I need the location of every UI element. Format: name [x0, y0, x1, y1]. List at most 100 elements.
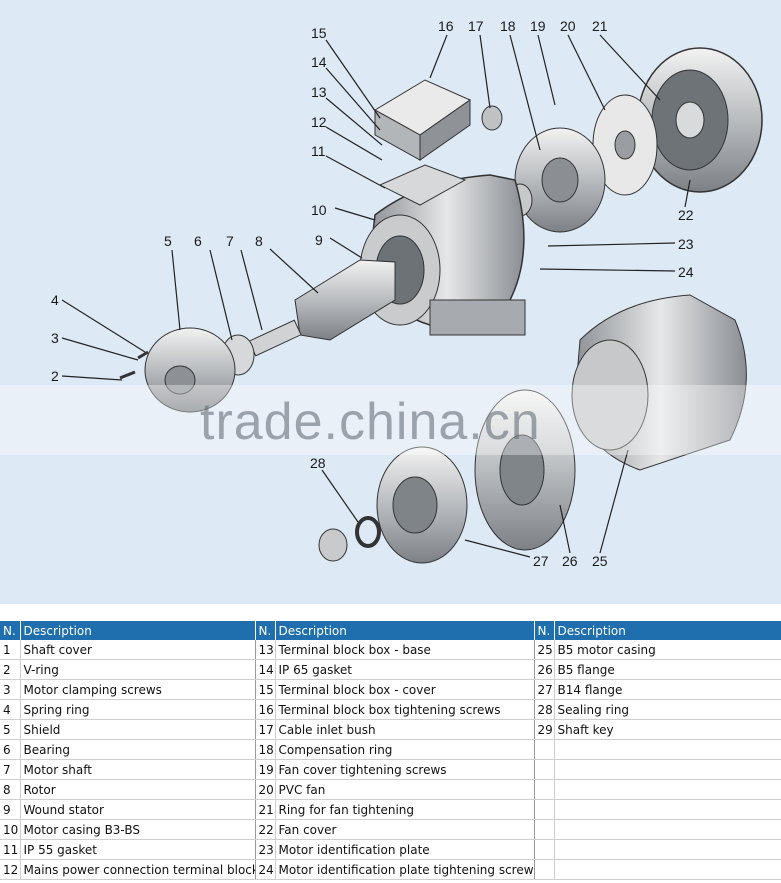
callout-5: 5	[164, 233, 172, 249]
callout-14: 14	[311, 54, 327, 70]
part-number: 23	[255, 839, 276, 860]
part-number	[534, 839, 555, 860]
part-description: Shaft key	[554, 719, 781, 740]
part-number: 28	[534, 699, 555, 720]
part-number: 11	[0, 839, 21, 860]
callout-28: 28	[310, 455, 326, 471]
callout-20: 20	[560, 18, 576, 34]
part-description	[554, 799, 781, 820]
callout-21: 21	[592, 18, 608, 34]
callout-17: 17	[468, 18, 484, 34]
part-description: Motor shaft	[20, 759, 256, 780]
part-description	[554, 739, 781, 760]
part-number	[534, 799, 555, 820]
part-description: Spring ring	[20, 699, 256, 720]
callout-16: 16	[438, 18, 454, 34]
part-description: Terminal block box - cover	[275, 679, 535, 700]
part-number: 21	[255, 799, 276, 820]
pvc-fan	[592, 94, 658, 196]
exploded-motor-diagram: 15 14 13 12 11 10 9 8 7 6 5 4 3 2 16 17 …	[0, 0, 781, 604]
part-description: Ring for fan tightening	[275, 799, 535, 820]
callout-3: 3	[51, 330, 59, 346]
part-number: 19	[255, 759, 276, 780]
part-number	[534, 859, 555, 880]
part-number	[534, 819, 555, 840]
col-header-description: Description	[554, 621, 781, 640]
table-header-row: N. Description N. Description N. Descrip…	[0, 621, 781, 640]
b14-flange	[376, 446, 468, 564]
part-description: Fan cover tightening screws	[275, 759, 535, 780]
part-description: Fan cover	[275, 819, 535, 840]
part-number: 29	[534, 719, 555, 740]
col-header-description: Description	[275, 621, 535, 640]
col-header-description: Description	[20, 621, 256, 640]
part-description: Wound stator	[20, 799, 256, 820]
part-description: IP 65 gasket	[275, 659, 535, 680]
part-description: V-ring	[20, 659, 256, 680]
part-number: 20	[255, 779, 276, 800]
part-description: Bearing	[20, 739, 256, 760]
part-number: 16	[255, 699, 276, 720]
sealing-ring	[355, 516, 381, 548]
callout-9: 9	[315, 232, 323, 248]
part-number: 27	[534, 679, 555, 700]
part-description: Motor identification plate	[275, 839, 535, 860]
part-description: Terminal block box tightening screws	[275, 699, 535, 720]
col-header-n: N.	[0, 621, 21, 640]
col-header-n: N.	[255, 621, 276, 640]
part-description: B5 motor casing	[554, 640, 781, 660]
terminal-box	[374, 79, 503, 206]
part-description: IP 55 gasket	[20, 839, 256, 860]
part-number: 14	[255, 659, 276, 680]
callout-27: 27	[533, 553, 549, 569]
part-number: 8	[0, 779, 21, 800]
part-number: 17	[255, 719, 276, 740]
part-number: 4	[0, 699, 21, 720]
b5-motor-casing	[571, 294, 747, 471]
part-number: 25	[534, 640, 555, 660]
watermark: trade.china.cn	[200, 393, 541, 451]
parts-table: N. Description N. Description N. Descrip…	[0, 621, 781, 880]
b5-flange	[474, 389, 576, 551]
part-number: 26	[534, 659, 555, 680]
spare-bearing	[318, 528, 348, 562]
part-number	[534, 779, 555, 800]
part-description	[554, 779, 781, 800]
part-description: Sealing ring	[554, 699, 781, 720]
callout-22: 22	[678, 207, 694, 223]
callout-8: 8	[255, 233, 263, 249]
part-description: Cable inlet bush	[275, 719, 535, 740]
part-number	[534, 739, 555, 760]
part-number: 1	[0, 640, 21, 660]
watermark-band	[0, 385, 781, 455]
part-number: 22	[255, 819, 276, 840]
part-number: 3	[0, 679, 21, 700]
leader-lines	[61, 34, 691, 558]
callout-26: 26	[562, 553, 578, 569]
part-description: Motor identification plate tightening sc…	[275, 859, 535, 880]
part-number: 9	[0, 799, 21, 820]
part-number: 15	[255, 679, 276, 700]
part-number: 24	[255, 859, 276, 880]
part-number: 10	[0, 819, 21, 840]
callout-11: 11	[311, 143, 326, 159]
callout-19: 19	[530, 18, 546, 34]
part-description: PVC fan	[275, 779, 535, 800]
part-description	[554, 839, 781, 860]
rotor	[248, 259, 396, 357]
part-number: 2	[0, 659, 21, 680]
callout-18: 18	[500, 18, 516, 34]
part-number: 5	[0, 719, 21, 740]
fan-cover	[637, 47, 763, 193]
callout-15: 15	[311, 25, 327, 41]
part-number	[534, 759, 555, 780]
